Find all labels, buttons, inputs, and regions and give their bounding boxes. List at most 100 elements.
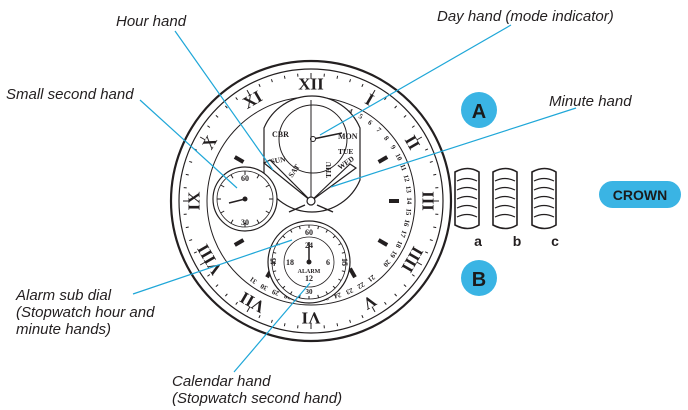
minute-tick [416,136,423,141]
minute-tick [224,293,228,297]
alarm-tick [273,270,277,273]
small-second-subdial: 60 30 [212,166,278,232]
date-number: 22 [355,280,366,291]
alarm-tick [325,291,328,295]
svg-text:CROWN: CROWN [613,187,667,203]
small-second-tick [265,210,270,214]
minute-tick [429,239,433,242]
leader-lines [132,24,577,373]
minute-tick [189,239,193,242]
alarm-tick [317,294,320,298]
date-number: 6 [366,118,374,127]
minute-tick [411,274,415,277]
hour-index [377,155,389,164]
leader-hour-hand [174,30,274,171]
minute-tick [371,89,376,96]
crown-position-b: b [513,233,522,249]
bezel-ring [178,68,444,334]
small-second-tick [265,184,270,188]
date-number: 14 [405,197,413,205]
leader-small-second [139,99,238,189]
minute-tick [429,160,433,163]
main-hands [262,100,358,213]
alarm-minute-15: 15 [340,258,349,266]
alarm-tick [325,229,328,233]
minute-tick [349,319,352,323]
alarm-word: ALARM [298,269,321,275]
svg-text:A: A [472,101,486,123]
label-hour-hand: Hour hand [116,13,187,30]
alarm-minute-60: 60 [305,228,313,237]
crown-c[interactable] [531,167,557,230]
button-b[interactable]: B [461,260,497,296]
minute-tick [185,226,189,229]
svg-text:B: B [472,269,486,291]
alarm-tick [341,270,345,273]
label-calendar-hand-line2: (Stopwatch second hand) [172,390,342,407]
date-number: 15 [404,208,413,216]
alarm-hour-6: 6 [326,258,330,267]
label-day-hand: Day hand (mode indicator) [437,8,614,25]
date-number: 19 [388,249,399,260]
crown-a[interactable] [454,167,480,230]
date-number: 10 [393,152,404,162]
leader-calendar-hand [233,282,311,373]
minute-tick [283,323,286,327]
alarm-subdial: 60 15 45 30 24 6 18 12 ALARM [267,220,351,304]
date-number: 11 [398,163,408,172]
alarm-tick [338,278,342,281]
minute-tick [283,75,286,79]
minute-tick [189,160,193,163]
label-calendar-hand: Calendar hand [172,373,271,390]
minute-tick [199,261,206,266]
minute-ticks [183,73,439,329]
date-number: 12 [402,174,412,183]
minute-tick [349,79,352,83]
minute-tick [336,75,339,79]
date-number: 20 [381,258,392,269]
minute-tick [207,125,211,128]
label-alarm-sub-dial: Alarm sub dial [15,287,112,304]
date-number: 18 [394,239,404,249]
crown-b[interactable] [492,167,518,230]
hour-index [377,238,389,247]
minute-tick [361,83,364,88]
alarm-tick [282,285,286,289]
alarm-hour-12: 12 [305,274,313,283]
date-number: 5 [357,112,364,121]
small-second-tick [230,219,234,224]
minute-tick [185,173,189,176]
date-number: 21 [366,273,377,284]
day-mon: MON [338,132,358,141]
date-number: 4 [347,107,354,116]
minute-tick [258,83,261,88]
small-second-tick [230,174,234,179]
alarm-tick [317,226,320,230]
roman-numeral: VI [301,309,320,328]
alarm-tick [273,251,277,254]
minute-tick [193,251,198,254]
minute-tick [199,136,206,141]
small-second-tick [256,174,260,179]
date-number: 13 [404,185,413,193]
alarm-tick [332,285,336,289]
crown-position-a: a [474,233,482,249]
alarm-tick [298,226,301,230]
date-number: 17 [398,229,408,239]
button-a[interactable]: A [461,92,497,128]
label-small-second-hand: Small second hand [6,86,134,103]
crown-button[interactable]: CROWN [599,181,681,208]
minute-tick [258,314,261,319]
minute-tick [384,97,387,101]
minute-tick [246,306,251,313]
hour-index [348,267,357,279]
minute-tick [224,105,228,109]
leader-alarm-subdial [132,239,293,295]
alarm-tick [282,235,286,239]
minute-tick [424,148,429,151]
small-second-tick [256,219,260,224]
small-seconds-30: 30 [241,218,249,227]
alarm-minute-45: 45 [269,258,278,266]
label-alarm-sub-dial-line3: minute hands) [16,321,111,338]
minute-tick [371,306,376,313]
